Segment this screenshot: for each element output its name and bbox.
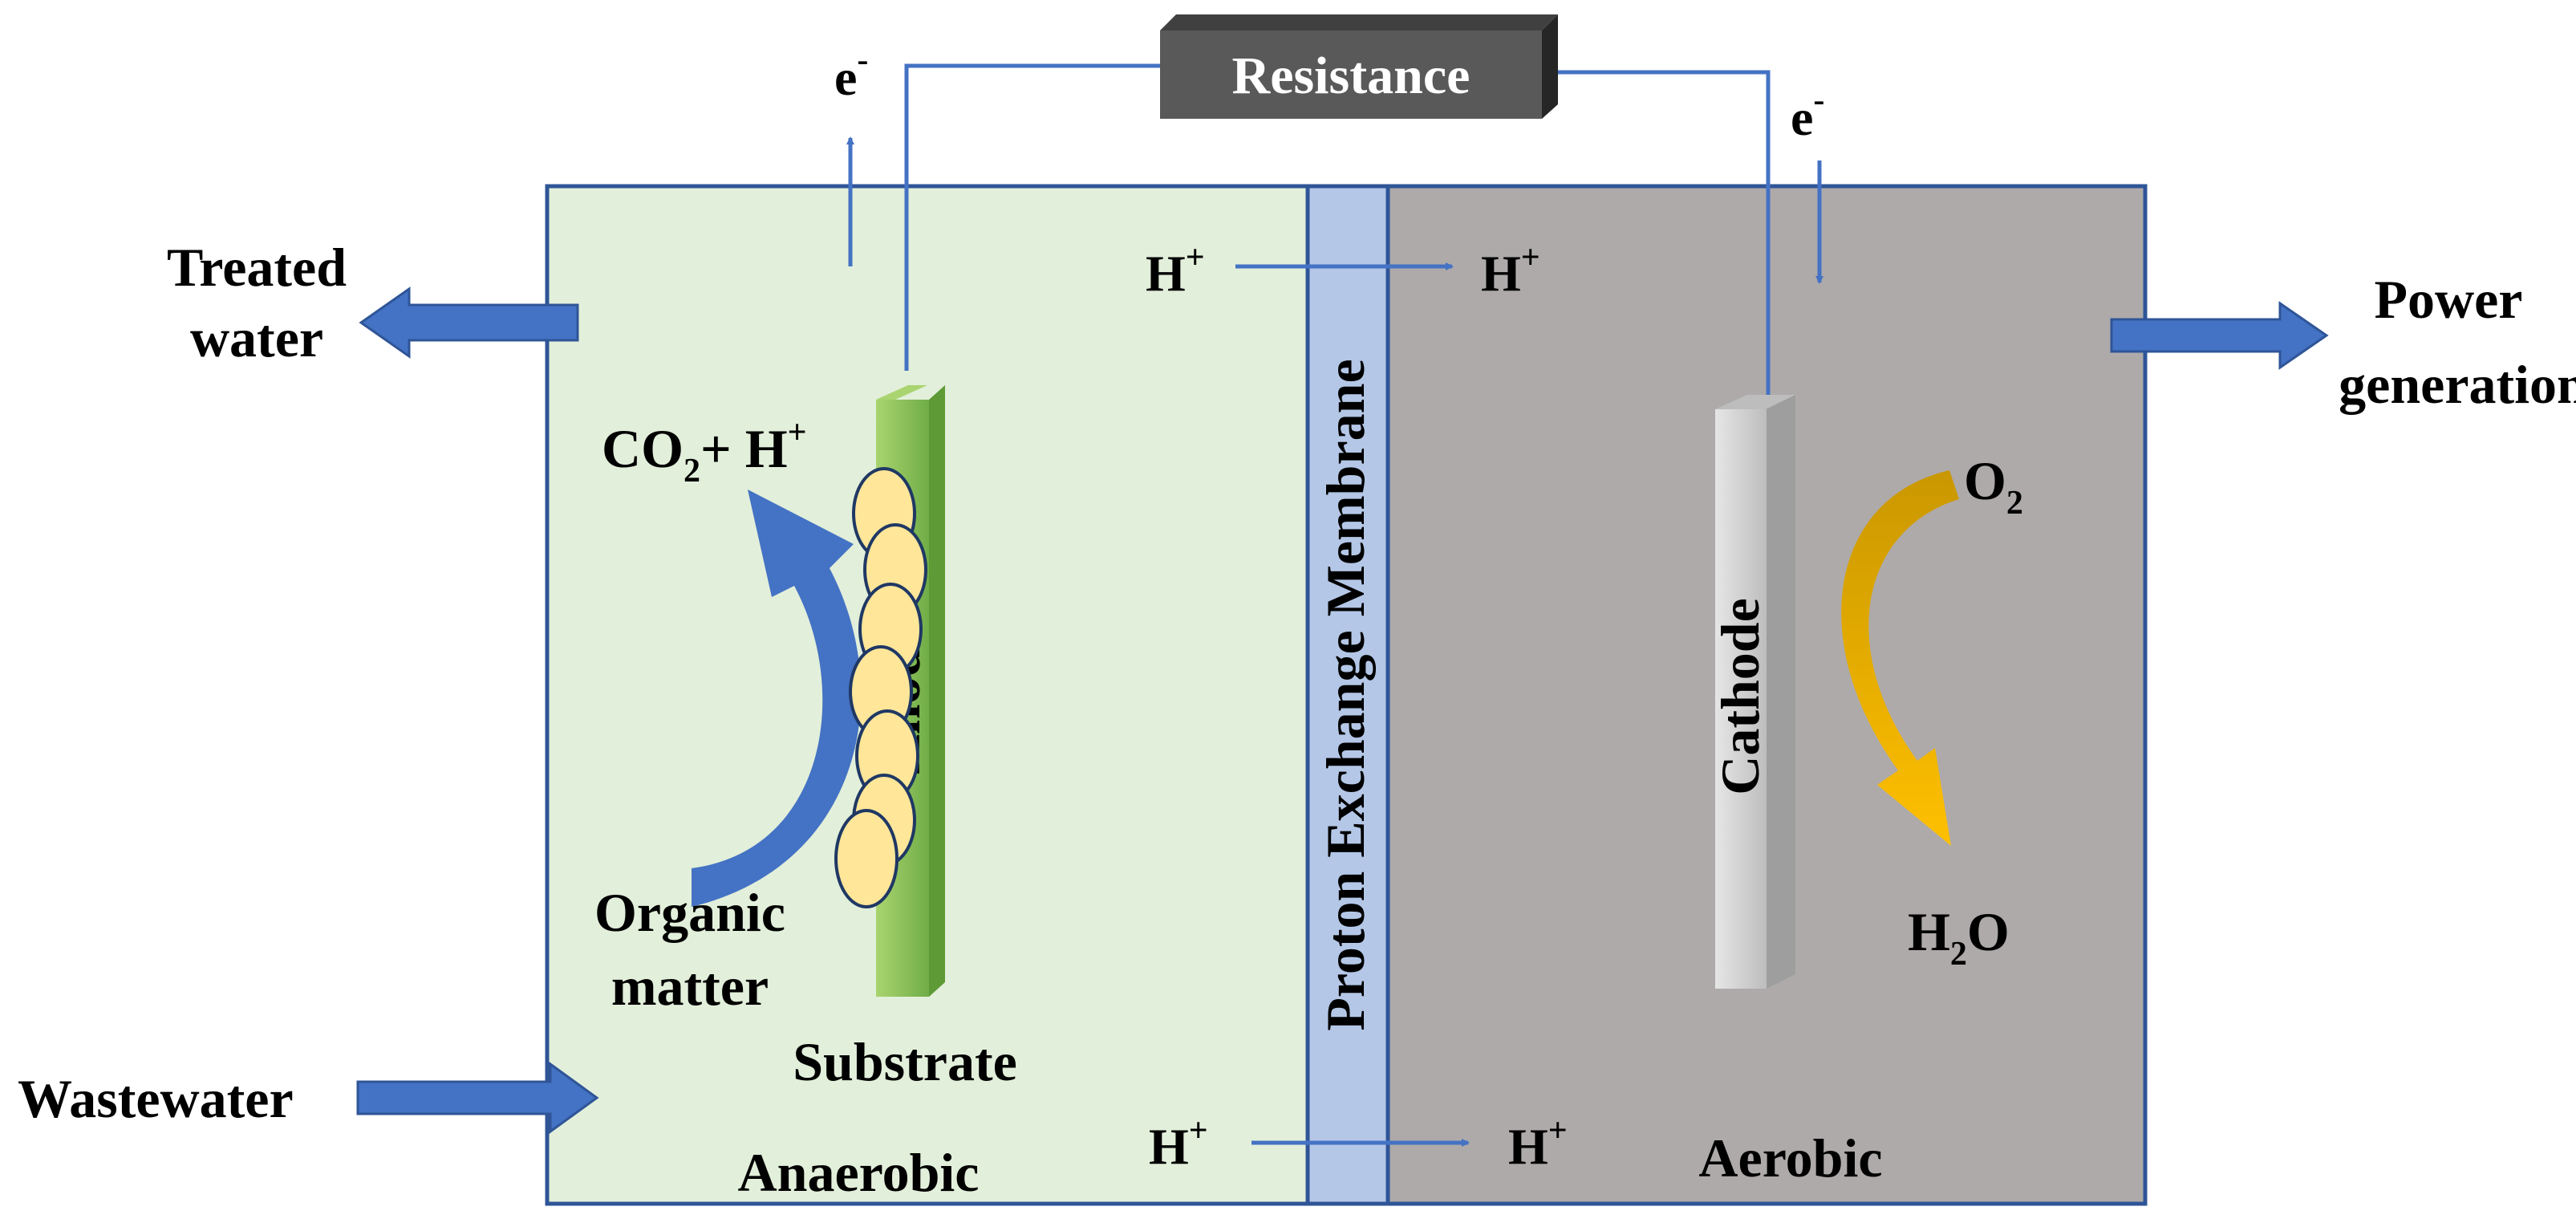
proton-top-left-label: H+ [1146,239,1205,302]
wastewater-arrow [356,1062,599,1134]
proton-bottom-right-label: H+ [1508,1112,1568,1175]
bacterium [834,809,899,908]
proton-exchange-membrane [1305,184,1390,1206]
treated-water-arrow [359,286,579,359]
organic-matter-label-2: matter [611,956,769,1017]
h2o-label: H2O [1908,901,2010,973]
cathode-electrode: Cathode [1710,395,1795,989]
oxygen-reduction-arrow [1841,470,1959,846]
power-generation-arrow [2110,301,2329,370]
treated-water-label-1: Treated [167,237,347,298]
membrane-label: Proton Exchange Membrane [1315,359,1376,1030]
electron-left-label: e- [834,42,868,106]
wire-right [1542,70,1771,400]
power-generation-label-2: generation [2339,354,2576,415]
treated-water-label-2: water [190,307,323,368]
resistance-label: Resistance [1232,47,1471,105]
anaerobic-label: Anaerobic [738,1142,980,1203]
substrate-label: Substrate [793,1031,1017,1092]
o2-label: O2 [1964,450,2023,522]
resistance-box: Resistance [1160,14,1558,119]
power-generation-label-1: Power [2374,269,2522,330]
electron-right-label: e- [1791,82,1824,146]
organic-conversion-arrow [692,490,862,907]
cathode-label: Cathode [1710,598,1771,795]
aerobic-label: Aerobic [1698,1128,1882,1188]
bacteria-biofilm [834,467,927,908]
proton-top-right-label: H+ [1481,239,1540,302]
wire-left [904,63,1160,371]
organic-matter-label-1: Organic [594,882,785,943]
wastewater-label: Wastewater [18,1068,294,1129]
co2-h-label: CO2+ H+ [602,414,807,490]
proton-bottom-left-label: H+ [1149,1112,1208,1175]
